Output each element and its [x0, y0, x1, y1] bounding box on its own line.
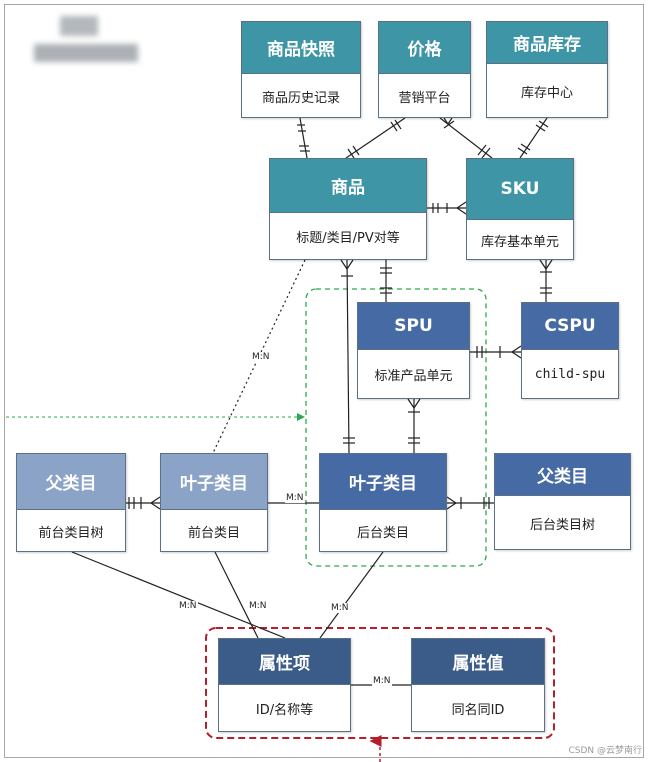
edge-product-back-leaf: [346, 259, 350, 454]
node-back-parent-title: 父类目: [495, 454, 630, 495]
node-attr-item-title: 属性项: [219, 639, 350, 684]
diagram-frame: [4, 4, 644, 758]
node-spu-subtitle: 标准产品单元: [358, 349, 469, 399]
node-attr-value-subtitle: 同名同ID: [412, 684, 544, 732]
node-spu-title: SPU: [358, 303, 469, 349]
edge-label-front-leaf-attr: M:N: [248, 601, 268, 611]
node-price-subtitle: 营销平台: [379, 73, 470, 118]
node-inventory[interactable]: 商品库存 库存中心: [486, 21, 608, 118]
node-back-parent-subtitle: 后台类目树: [495, 495, 630, 550]
node-front-leaf-subtitle: 前台类目: [161, 509, 267, 552]
edge-front-parent-attr: [71, 551, 286, 639]
attribute-group-box: [205, 627, 555, 739]
node-attr-value[interactable]: 属性值 同名同ID: [411, 638, 545, 732]
node-front-parent-subtitle: 前台类目树: [17, 509, 125, 552]
node-back-leaf-subtitle: 后台类目: [320, 509, 446, 552]
node-cspu-title: CSPU: [522, 303, 618, 349]
node-cspu[interactable]: CSPU child-spu: [521, 302, 619, 399]
edge-label-product-front-leaf: M:N: [251, 352, 271, 362]
node-attr-value-title: 属性值: [412, 639, 544, 684]
node-front-leaf[interactable]: 叶子类目 前台类目: [160, 453, 268, 552]
node-sku-title: SKU: [467, 159, 573, 219]
node-price[interactable]: 价格 营销平台: [378, 21, 471, 118]
node-front-parent[interactable]: 父类目 前台类目树: [16, 453, 126, 552]
node-back-parent[interactable]: 父类目 后台类目树: [494, 453, 631, 550]
edge-snapshot-product: [299, 117, 308, 159]
blurred-logo: [28, 10, 148, 70]
node-product-title: 商品: [270, 159, 426, 212]
watermark: CSDN @云梦南行: [568, 746, 642, 756]
node-attr-item[interactable]: 属性项 ID/名称等: [218, 638, 351, 732]
edge-label-front-parent-attr: M:N: [178, 601, 198, 611]
node-attr-item-subtitle: ID/名称等: [219, 684, 350, 732]
node-inventory-subtitle: 库存中心: [487, 63, 607, 118]
edge-inventory-sku: [519, 117, 548, 159]
edge-label-back-leaf-attr: M:N: [330, 603, 350, 613]
edge-back-leaf-attr: [319, 551, 384, 639]
edge-label-attr-item-value: M:N: [372, 676, 392, 686]
node-front-leaf-title: 叶子类目: [161, 454, 267, 509]
node-sku-subtitle: 库存基本单元: [467, 219, 573, 260]
node-snapshot[interactable]: 商品快照 商品历史记录: [241, 21, 361, 118]
node-product[interactable]: 商品 标题/类目/PV对等: [269, 158, 427, 260]
node-back-leaf[interactable]: 叶子类目 后台类目: [319, 453, 447, 552]
node-price-title: 价格: [379, 22, 470, 73]
node-front-parent-title: 父类目: [17, 454, 125, 509]
node-cspu-subtitle: child-spu: [522, 349, 618, 399]
node-inventory-title: 商品库存: [487, 22, 607, 63]
edge-front-leaf-attr: [214, 551, 259, 639]
node-product-subtitle: 标题/类目/PV对等: [270, 212, 426, 260]
node-snapshot-title: 商品快照: [242, 22, 360, 73]
node-back-leaf-title: 叶子类目: [320, 454, 446, 509]
edge-price-product: [345, 117, 406, 159]
node-spu[interactable]: SPU 标准产品单元: [357, 302, 470, 399]
node-snapshot-subtitle: 商品历史记录: [242, 73, 360, 118]
node-sku[interactable]: SKU 库存基本单元: [466, 158, 574, 260]
edge-label-front-back-leaf: M:N: [285, 493, 305, 503]
